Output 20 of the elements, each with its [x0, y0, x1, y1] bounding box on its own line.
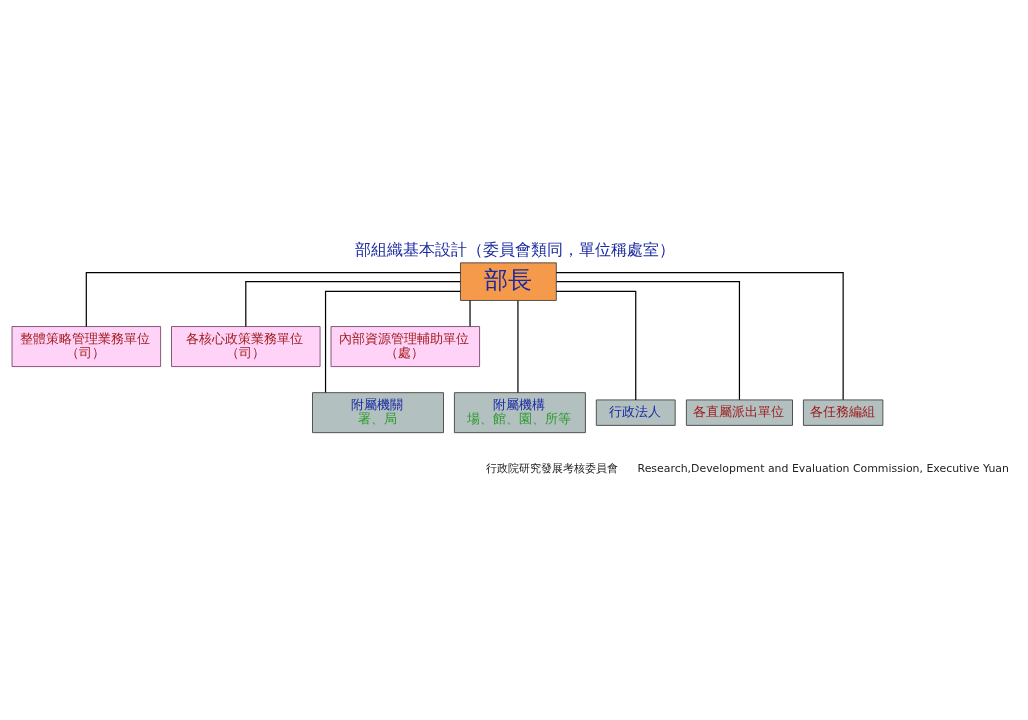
connector: [85, 271, 461, 327]
node-box: 各核心政策業務單位 （司）: [171, 325, 321, 367]
node-box: 內部資源管理輔助單位 （處）: [330, 325, 481, 367]
node-box: 各任務編組: [802, 398, 884, 426]
node-box: 附屬機關 署、局: [312, 391, 444, 433]
node-box: 各直屬派出單位: [685, 398, 793, 426]
node-box: 整體策略管理業務單位 （司）: [11, 325, 162, 367]
node-box: 附屬機構 場、館、園、所等: [453, 391, 586, 433]
connector: [469, 299, 471, 327]
connector: [555, 290, 637, 400]
connector: [517, 299, 519, 393]
connector: [555, 280, 741, 400]
connector: [555, 271, 844, 400]
diagram-title: 部組織基本設計（委員會類同，單位稱處室）: [354, 239, 675, 259]
node-box: 部長: [460, 261, 557, 301]
label: Research,Development and Evaluation Commission, Executive Yuan: [637, 461, 1009, 475]
connector: [245, 280, 461, 327]
node-box: 行政法人: [595, 398, 676, 426]
label: 行政院研究發展考核委員會: [485, 461, 618, 475]
connector: [324, 290, 461, 393]
